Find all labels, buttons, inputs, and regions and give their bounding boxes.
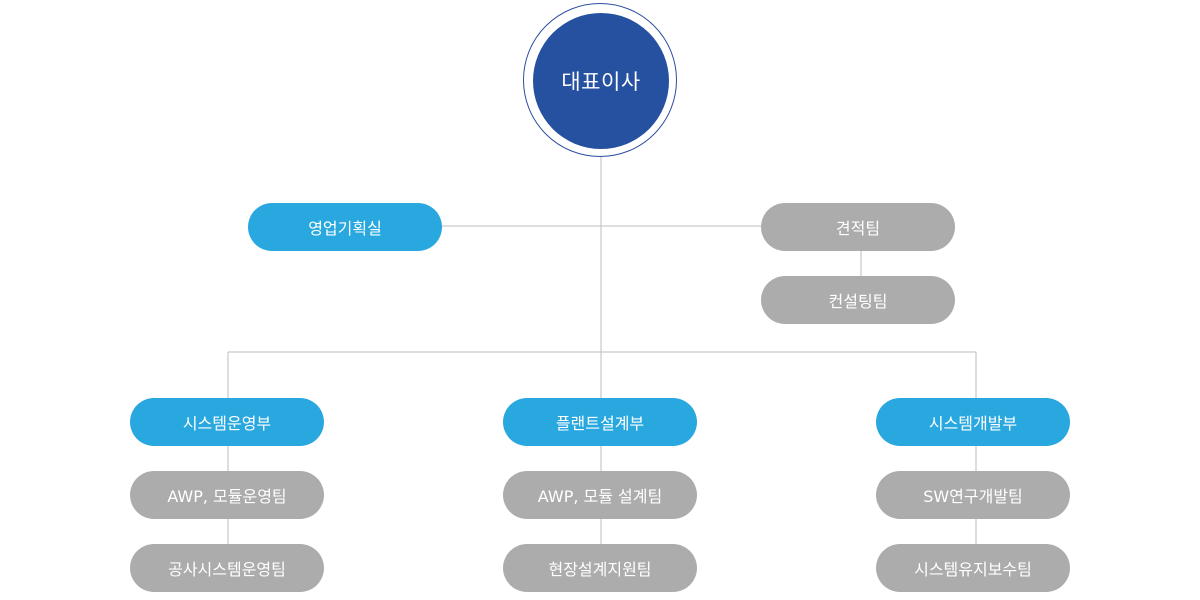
ceo-label: 대표이사 <box>561 70 641 94</box>
estimation-team-node: 견적팀 <box>761 203 955 251</box>
team-node-construction-system-operation: 공사시스템운영팀 <box>130 544 324 592</box>
department-label: 시스템개발부 <box>928 414 1018 433</box>
team-label: 공사시스템운영팀 <box>168 560 286 579</box>
department-node-system-operation: 시스템운영부 <box>130 398 324 446</box>
team-node-sw-rnd: SW연구개발팀 <box>876 471 1070 519</box>
sales-planning-label: 영업기획실 <box>308 219 382 238</box>
estimation-team-label: 견적팀 <box>835 219 881 238</box>
team-node-system-maintenance: 시스템유지보수팀 <box>876 544 1070 592</box>
team-node-awp-module-design: AWP, 모듈 설계팀 <box>503 471 697 519</box>
department-label: 플랜트설계부 <box>555 414 645 433</box>
team-label: 현장설계지원팀 <box>548 560 652 579</box>
department-label: 시스템운영부 <box>182 414 272 433</box>
team-label: SW연구개발팀 <box>923 487 1023 506</box>
department-node-plant-design: 플랜트설계부 <box>503 398 697 446</box>
sales-planning-node: 영업기획실 <box>248 203 442 251</box>
department-node-system-development: 시스템개발부 <box>876 398 1070 446</box>
consulting-team-label: 컨설팅팀 <box>828 292 888 311</box>
team-label: AWP, 모듈 설계팀 <box>537 487 663 506</box>
team-label: AWP, 모듈운영팀 <box>167 487 287 506</box>
team-node-field-design-support: 현장설계지원팀 <box>503 544 697 592</box>
team-label: 시스템유지보수팀 <box>914 560 1032 579</box>
consulting-team-node: 컨설팅팀 <box>761 276 955 324</box>
team-node-awp-module-operation: AWP, 모듈운영팀 <box>130 471 324 519</box>
ceo-node: 대표이사 <box>533 13 669 149</box>
